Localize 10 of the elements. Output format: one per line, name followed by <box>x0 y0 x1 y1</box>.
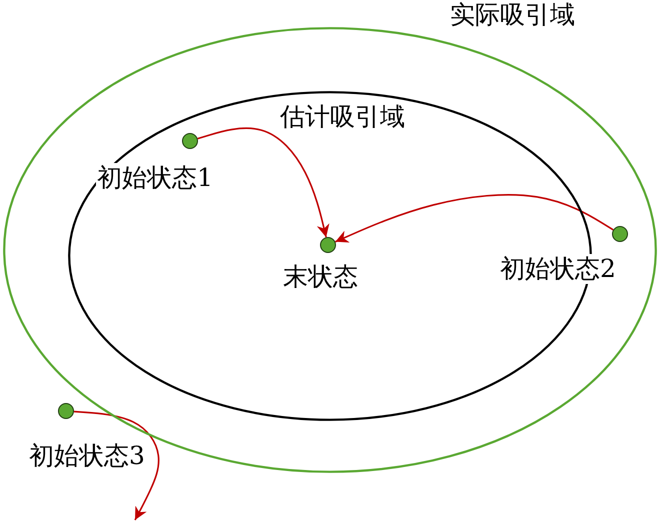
state-point <box>320 237 336 253</box>
state-label: 初始状态3 <box>28 441 146 471</box>
state-point <box>612 226 628 242</box>
arrow <box>335 194 614 242</box>
arrow <box>74 410 160 520</box>
region-label: 实际吸引域 <box>450 0 575 30</box>
region-label: 估计吸引域 <box>280 102 405 132</box>
state-point <box>182 133 198 149</box>
state-point <box>58 403 74 419</box>
arrow <box>197 127 330 238</box>
